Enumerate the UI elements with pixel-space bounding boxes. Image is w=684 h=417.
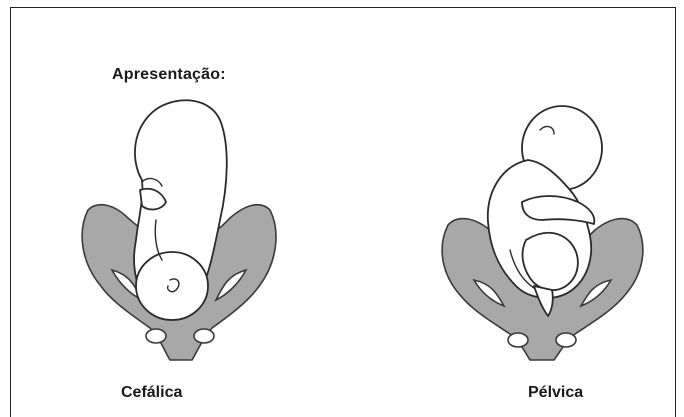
presentation-heading: Apresentação: xyxy=(112,66,226,84)
frame-top-border xyxy=(10,7,676,8)
cephalic-label: Cefálica xyxy=(121,384,182,402)
breech-presentation-illustration xyxy=(430,90,655,365)
breech-label: Pélvica xyxy=(528,384,583,402)
frame-left-border xyxy=(10,7,11,417)
frame-right-border xyxy=(675,7,676,417)
cephalic-presentation-illustration xyxy=(70,90,290,365)
